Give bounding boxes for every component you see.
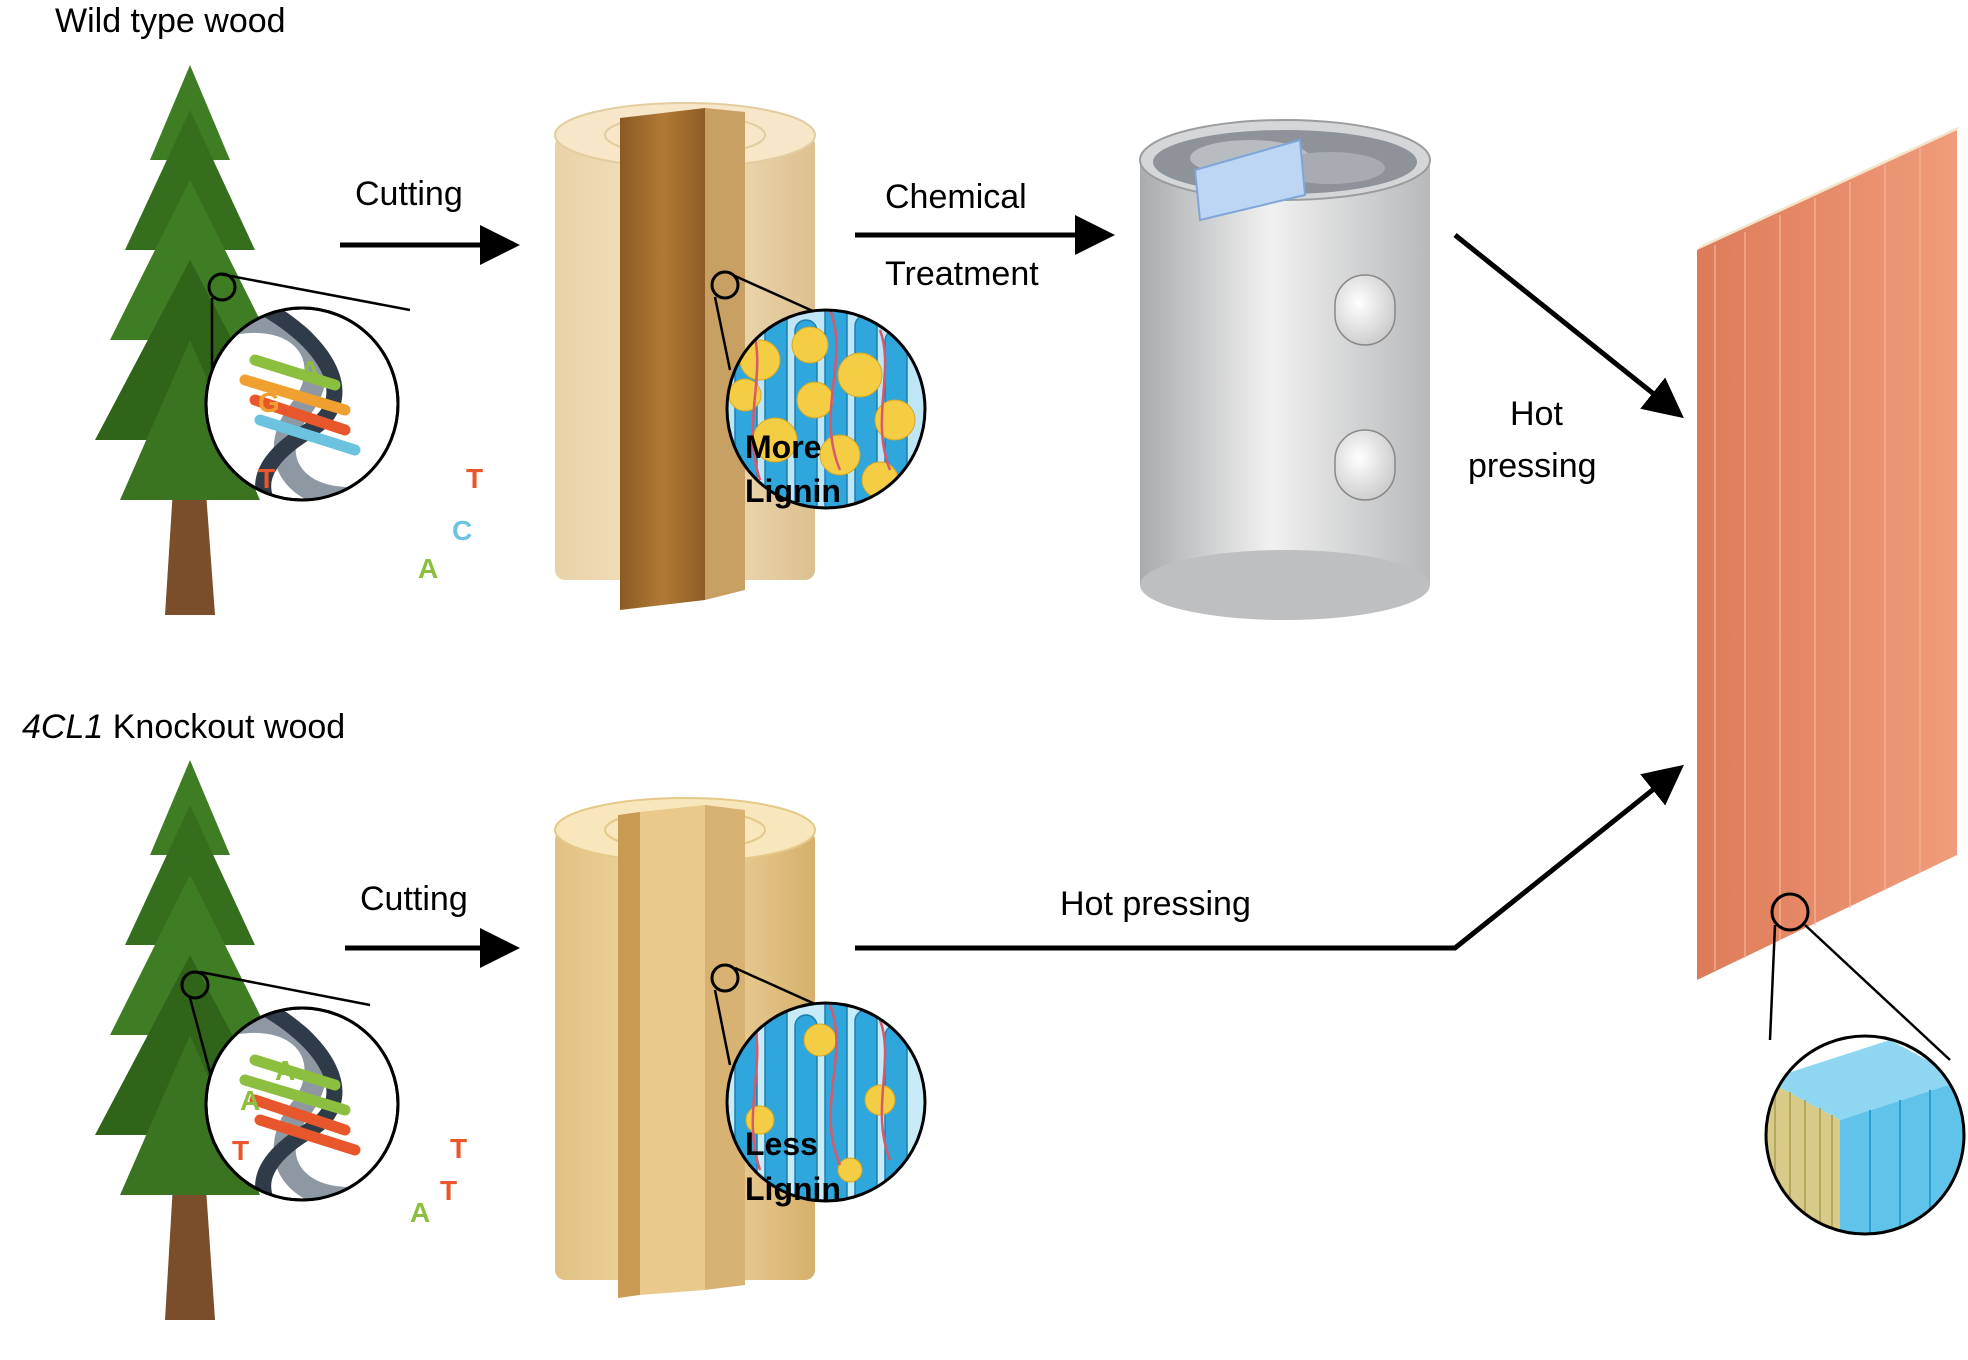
lignin-label-line2: Lignin <box>745 1171 841 1207</box>
fiber-magnifier-icon <box>1764 892 1966 1236</box>
dna-letter: T <box>450 1133 467 1164</box>
step-cutting-label: Cutting <box>355 175 463 213</box>
dna-letter: G <box>258 387 280 418</box>
dna-letter: C <box>452 515 472 546</box>
knockout-gene-name: 4CL1 <box>22 708 103 746</box>
dna-letter: A <box>275 1055 295 1086</box>
dna-icon: A A T T T A <box>180 970 467 1228</box>
fiber-magnifier-icon: Less Lignin <box>710 963 927 1207</box>
step-hot-pressing-label: Hot pressing <box>1060 885 1251 923</box>
wood-plate-icon <box>1697 126 1960 980</box>
step-chemical-label-line1: Chemical <box>885 178 1027 216</box>
step-pressing-label-line2: pressing <box>1468 447 1597 485</box>
dna-letter: A <box>410 1197 430 1228</box>
dna-letter: A <box>300 355 320 386</box>
reactor-icon <box>1139 119 1431 620</box>
lignin-label-line1: More <box>745 429 821 465</box>
knockout-title: 4CL1 Knockout wood <box>22 708 345 746</box>
knockout-title-rest: Knockout wood <box>103 708 345 746</box>
step-hot-label-line1: Hot <box>1510 395 1563 433</box>
step-chemical-label-line2: Treatment <box>885 255 1039 293</box>
dna-letter: T <box>466 463 483 494</box>
dna-letter: A <box>240 1085 260 1116</box>
wild-type-title: Wild type wood <box>55 2 286 40</box>
step-cutting-label: Cutting <box>360 880 468 918</box>
log-icon <box>554 797 816 1298</box>
dna-letter: T <box>258 463 275 494</box>
dna-letter: A <box>418 553 438 584</box>
arrow-hot-pressing-bottom <box>855 764 1684 951</box>
arrow-hot-pressing-top <box>1453 233 1684 419</box>
lignin-label-line1: Less <box>745 1126 818 1162</box>
lignin-label-line2: Lignin <box>745 473 841 509</box>
dna-letter: T <box>440 1175 457 1206</box>
dna-icon: A G T T C A <box>204 272 483 584</box>
dna-letter: T <box>232 1135 249 1166</box>
